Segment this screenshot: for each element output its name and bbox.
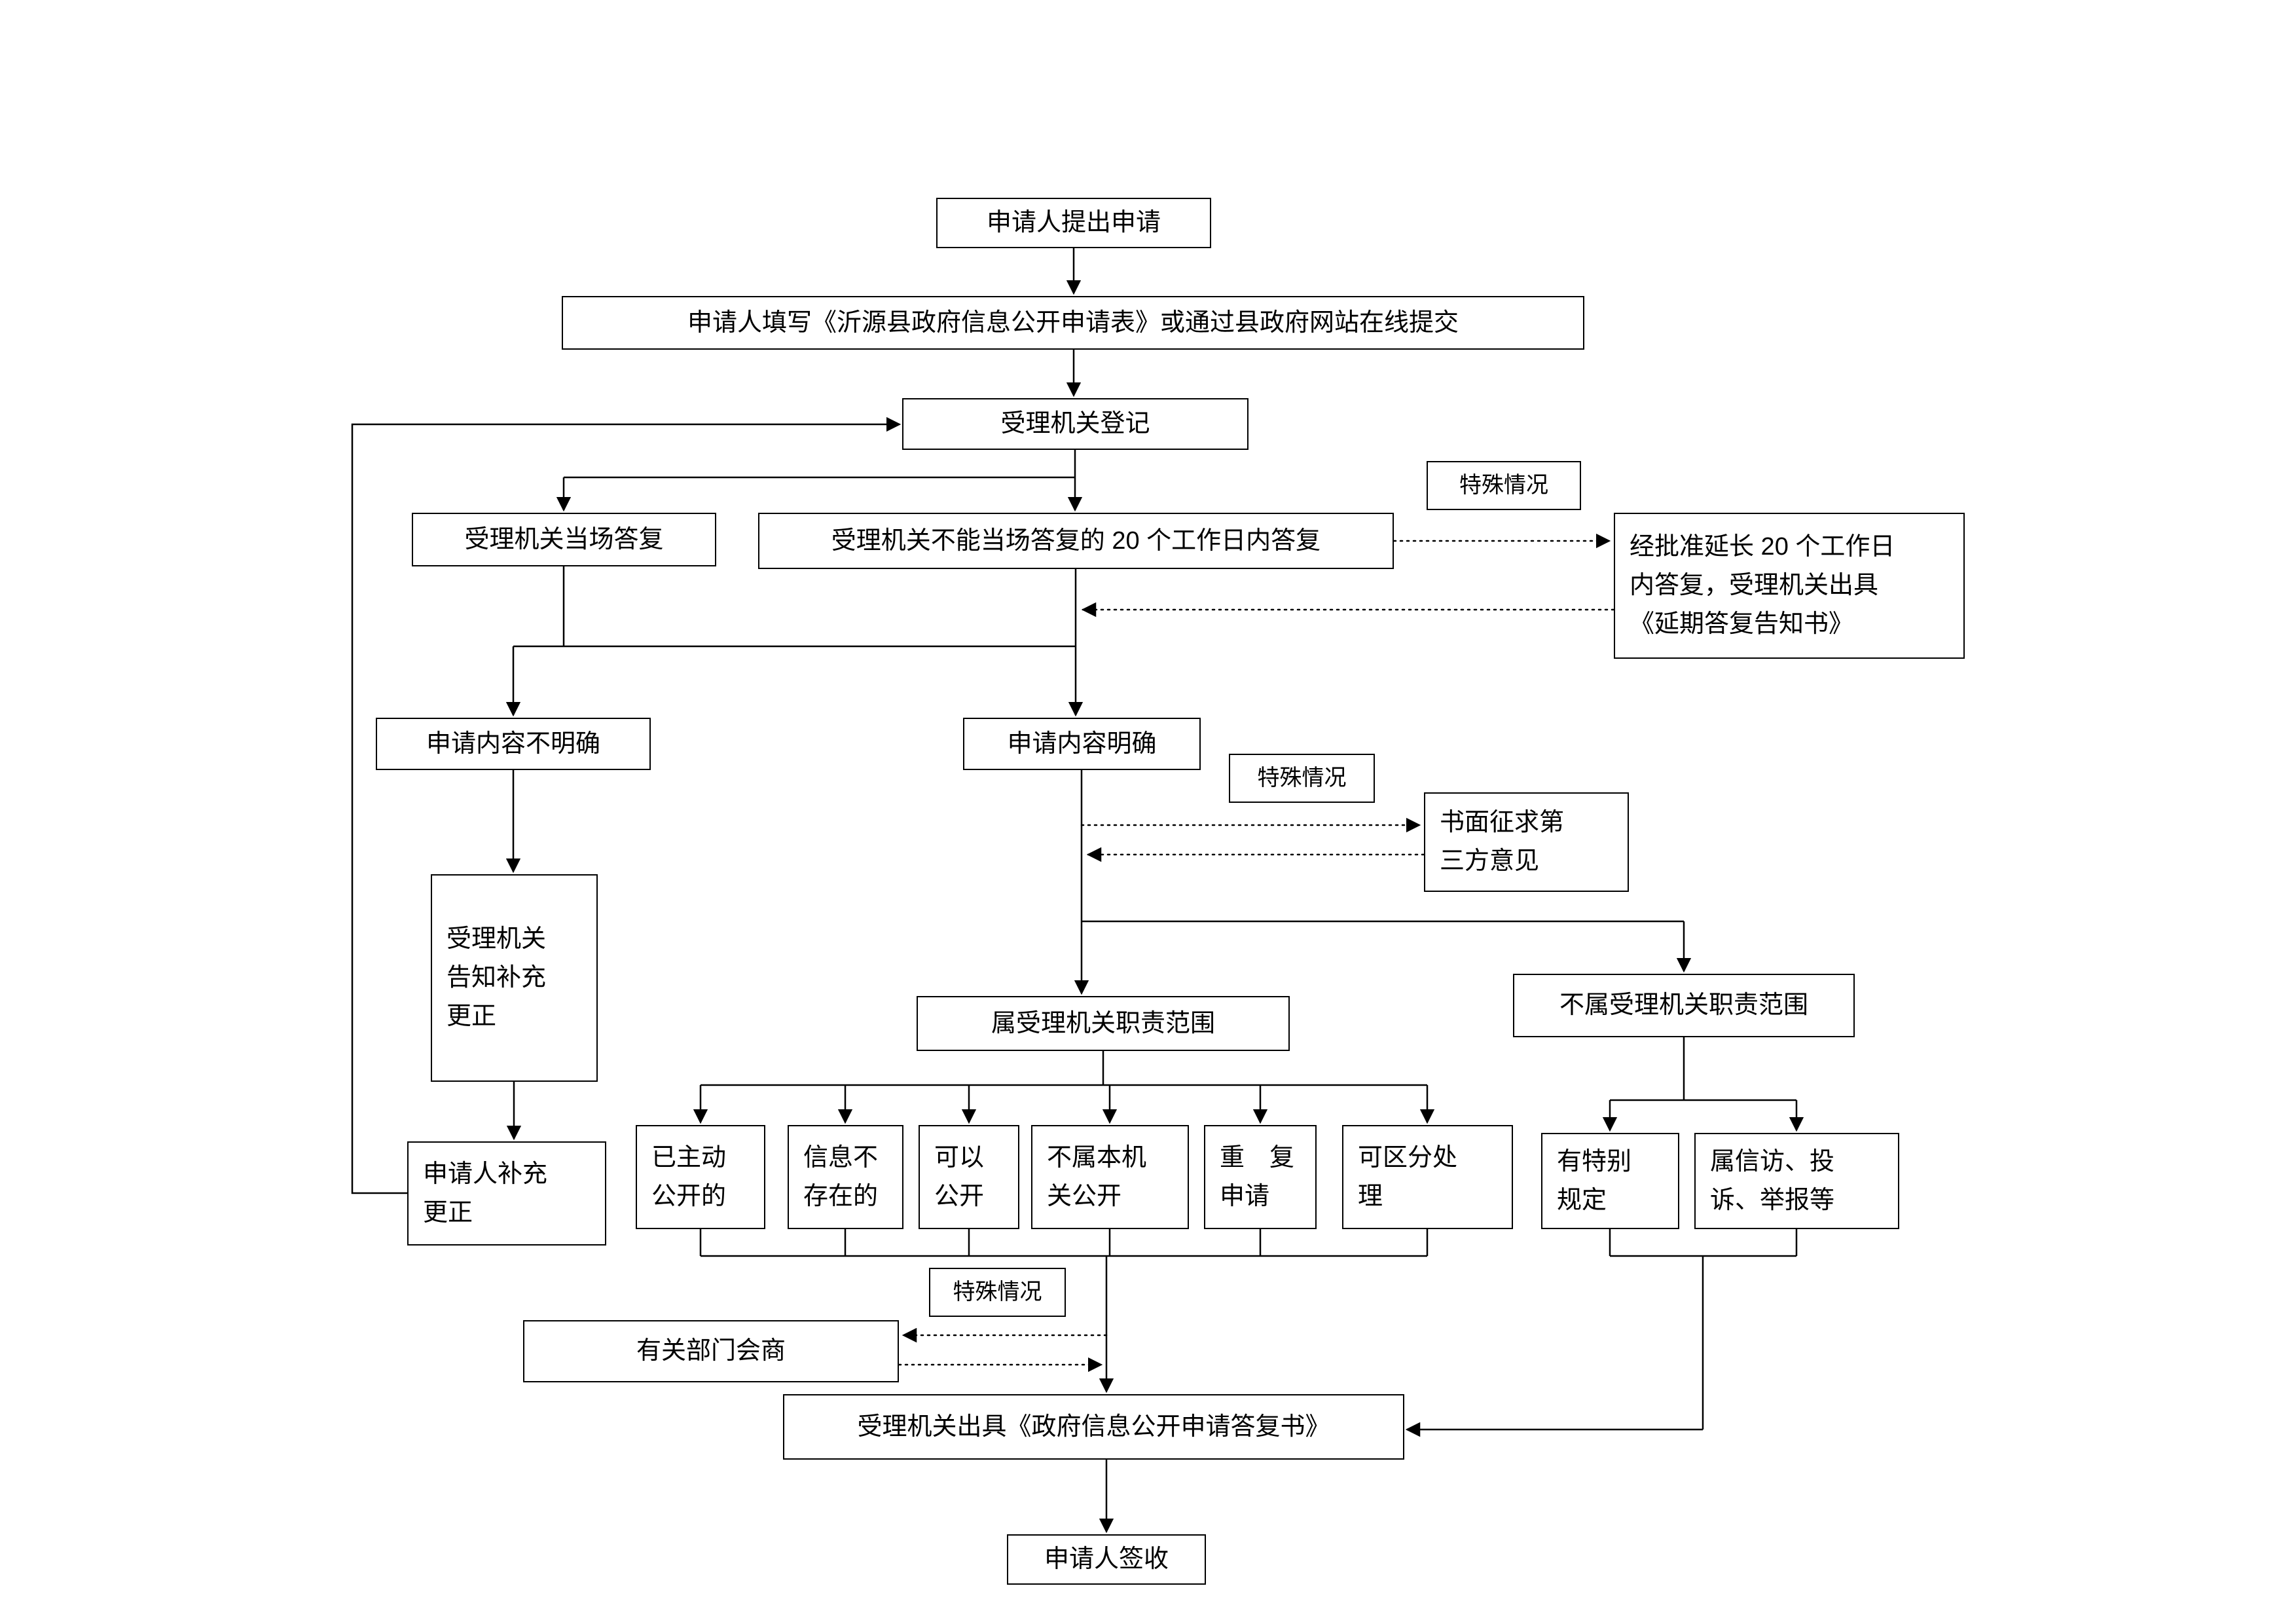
label-special-case-1: 特殊情况 bbox=[1427, 461, 1581, 510]
node-content-clear: 申请内容明确 bbox=[963, 718, 1201, 770]
node-special-provisions: 有特别 规定 bbox=[1541, 1133, 1679, 1229]
node-can-disclose: 可以 公开 bbox=[919, 1125, 1019, 1229]
node-not-this-agency: 不属本机 关公开 bbox=[1031, 1125, 1189, 1229]
node-department-consult: 有关部门会商 bbox=[523, 1320, 899, 1382]
node-onsite-reply: 受理机关当场答复 bbox=[412, 513, 716, 566]
node-register: 受理机关登记 bbox=[902, 398, 1248, 450]
dotted-connector-arrows bbox=[898, 533, 1615, 1373]
node-sign-receipt: 申请人签收 bbox=[1007, 1534, 1206, 1585]
node-separable-handling: 可区分处 理 bbox=[1342, 1125, 1513, 1229]
node-outside-scope: 不属受理机关职责范围 bbox=[1513, 974, 1855, 1037]
node-reply-within-20-days: 受理机关不能当场答复的 20 个工作日内答复 bbox=[758, 513, 1394, 569]
node-issue-reply-document: 受理机关出具《政府信息公开申请答复书》 bbox=[783, 1394, 1404, 1460]
node-proactively-public: 已主动 公开的 bbox=[636, 1125, 765, 1229]
solid-connector-arrows bbox=[351, 248, 1804, 1534]
label-special-case-2: 特殊情况 bbox=[1229, 754, 1375, 803]
label-special-case-3: 特殊情况 bbox=[929, 1268, 1066, 1317]
node-repeat-application: 重 复 申请 bbox=[1204, 1125, 1317, 1229]
node-fill-application-form: 申请人填写《沂源县政府信息公开申请表》或通过县政府网站在线提交 bbox=[562, 296, 1584, 350]
node-content-unclear: 申请内容不明确 bbox=[376, 718, 651, 770]
node-within-scope: 属受理机关职责范围 bbox=[917, 996, 1290, 1051]
node-notify-supplement: 受理机关 告知补充 更正 bbox=[431, 874, 598, 1082]
node-petition-complaint: 属信访、投 诉、举报等 bbox=[1694, 1133, 1899, 1229]
node-info-not-exist: 信息不 存在的 bbox=[788, 1125, 903, 1229]
node-applicant-supplement: 申请人补充 更正 bbox=[407, 1141, 606, 1246]
node-extension-notice: 经批准延长 20 个工作日 内答复，受理机关出具 《延期答复告知书》 bbox=[1614, 513, 1965, 659]
node-applicant-submit: 申请人提出申请 bbox=[936, 198, 1211, 248]
solid-connector-segments bbox=[513, 476, 1798, 1430]
node-third-party-opinion: 书面征求第 三方意见 bbox=[1424, 792, 1629, 892]
